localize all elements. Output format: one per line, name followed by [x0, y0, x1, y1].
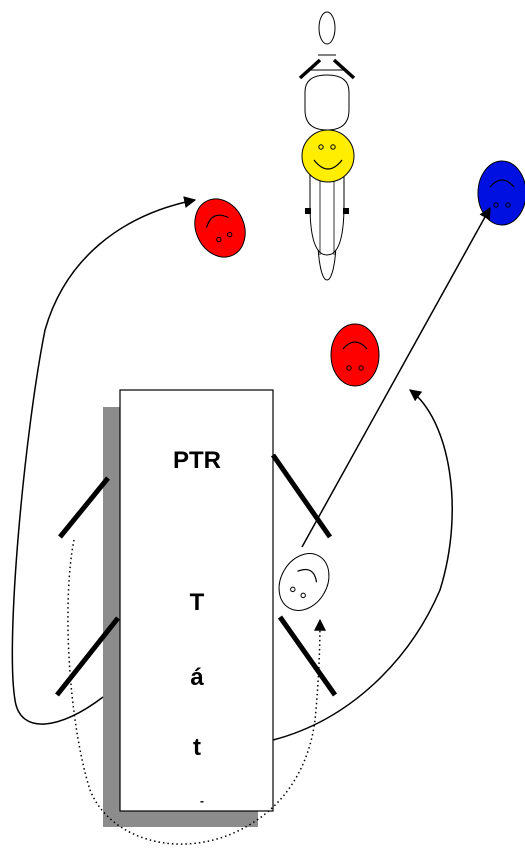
table-title: PTR	[173, 447, 221, 474]
table-legs	[55, 453, 338, 697]
white-player-icon	[278, 553, 330, 611]
yellow-player-icon	[301, 129, 355, 183]
table-letter: á	[190, 664, 204, 691]
path-line-to-blue	[301, 206, 491, 548]
motorcycle-icon	[298, 11, 356, 281]
table	[119, 389, 274, 812]
path-line-to-middle	[272, 389, 453, 741]
path-line-to-red	[11, 196, 197, 725]
table-letter: t	[193, 734, 201, 761]
red-player-icon	[194, 198, 246, 258]
dotted-path-line	[67, 539, 326, 845]
table-letter: -	[200, 794, 204, 808]
red-player-icon	[330, 323, 380, 387]
table-letter: T	[190, 589, 205, 616]
